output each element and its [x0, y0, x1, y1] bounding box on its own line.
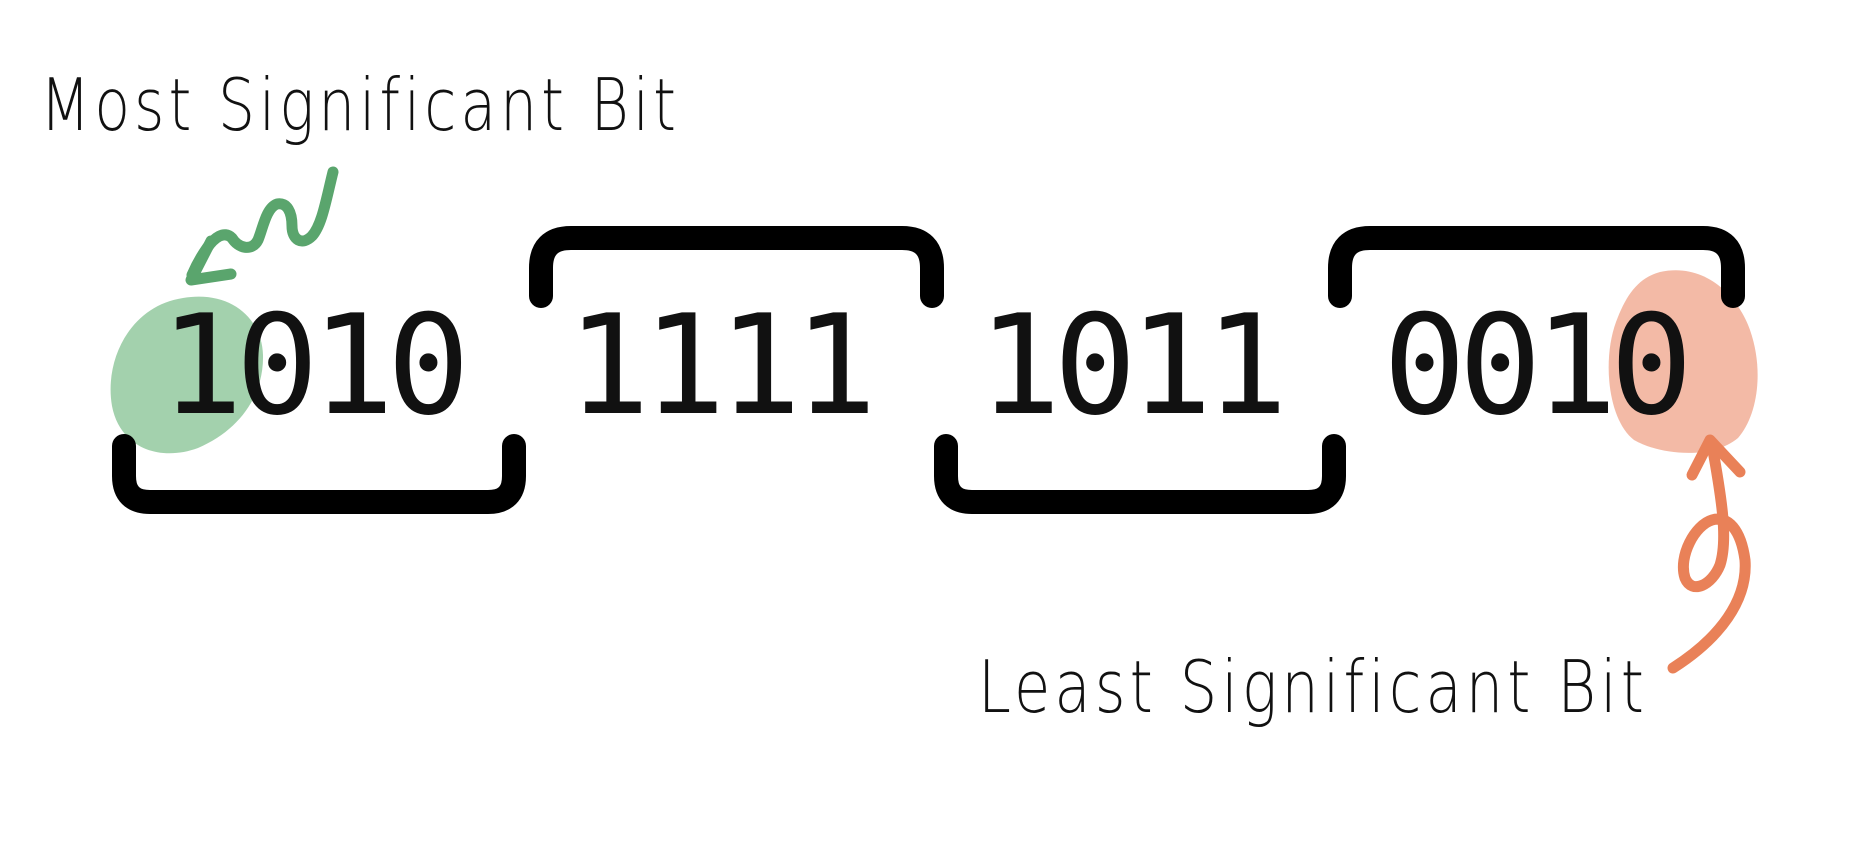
nibble-4: 0010: [1383, 285, 1693, 446]
nibble-2: 1111: [567, 285, 877, 446]
nibble-1: 1010: [160, 285, 470, 446]
nibble-3: 1011: [978, 285, 1288, 446]
nibble-row: 1010 1111 1011 0010: [160, 285, 1693, 446]
lsb-label: Least Significant Bit: [978, 645, 1648, 729]
bottom-bracket-nibble-1: [112, 434, 526, 514]
bottom-bracket-nibble-3: [934, 434, 1346, 514]
msb-highlight: [110, 296, 264, 454]
top-bracket-nibble-4: [1328, 226, 1745, 308]
lsb-arrow-icon: [1667, 434, 1751, 674]
lsb-highlight: [1608, 270, 1758, 453]
top-bracket-nibble-2: [529, 226, 944, 308]
msb-label: Most Significant Bit: [40, 63, 680, 147]
msb-arrow-icon: [185, 166, 339, 286]
